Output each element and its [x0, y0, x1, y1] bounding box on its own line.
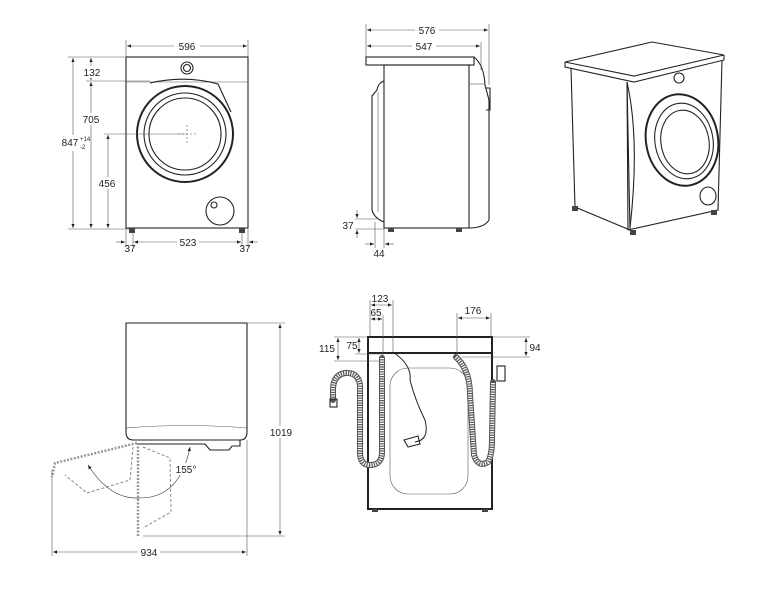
rear-panel — [389, 367, 469, 495]
tolerance-minus: -2 — [80, 145, 86, 151]
foot — [239, 228, 245, 233]
dim-drain-height: 75 — [346, 341, 358, 352]
worktop — [365, 56, 475, 66]
door — [644, 93, 720, 187]
dim-door-height: 705 — [83, 115, 100, 126]
dim-foot-offset: 44 — [373, 249, 385, 260]
tolerance-plus: +14 — [80, 137, 91, 143]
power-cable — [392, 351, 427, 443]
dim-top-panel: 132 — [84, 68, 101, 79]
top-body — [125, 322, 248, 441]
machine-body — [125, 56, 249, 229]
filter-door — [205, 196, 235, 226]
filter-door — [699, 186, 717, 206]
dim-inlet-offset: 123 — [372, 294, 389, 305]
dim-inlet-height: 115 — [319, 344, 335, 355]
dim-door-center: 456 — [99, 179, 116, 190]
dim-right-height: 94 — [529, 343, 541, 354]
dim-foot-right: 37 — [239, 244, 251, 255]
dim-depth-open: 1019 — [270, 428, 293, 439]
dim-drain-offset: 65 — [370, 308, 382, 319]
door-angle: 155° — [176, 465, 197, 476]
side-view: 576 547 37 44 — [342, 24, 491, 260]
top-view: 1019 934 155° — [50, 322, 294, 559]
dim-depth-total: 576 — [419, 26, 436, 37]
dim-width-open: 934 — [141, 548, 158, 559]
foot — [388, 228, 394, 232]
foot — [456, 228, 462, 232]
top-surface — [564, 41, 725, 77]
perspective-view — [564, 41, 725, 235]
center-cross — [178, 125, 196, 143]
dim-foot-height: 37 — [342, 221, 354, 232]
dim-foot-left: 37 — [124, 244, 136, 255]
power-plug — [403, 435, 421, 448]
program-knob — [180, 61, 194, 75]
rear-view: 123 65 176 75 115 94 — [319, 294, 541, 512]
dim-total-height: 847 — [62, 138, 79, 149]
dim-width: 596 — [179, 42, 196, 53]
inlet-connector — [496, 365, 506, 382]
knob — [673, 72, 685, 84]
hose-end — [329, 398, 338, 408]
dim-right-offset: 176 — [465, 306, 482, 317]
side-body — [383, 64, 470, 229]
front-view: 596 132 705 456 847 +14 -2 523 37 37 — [58, 40, 258, 255]
dim-feet-span: 523 — [180, 238, 197, 249]
foot — [129, 228, 135, 233]
dim-depth-body: 547 — [416, 42, 433, 53]
